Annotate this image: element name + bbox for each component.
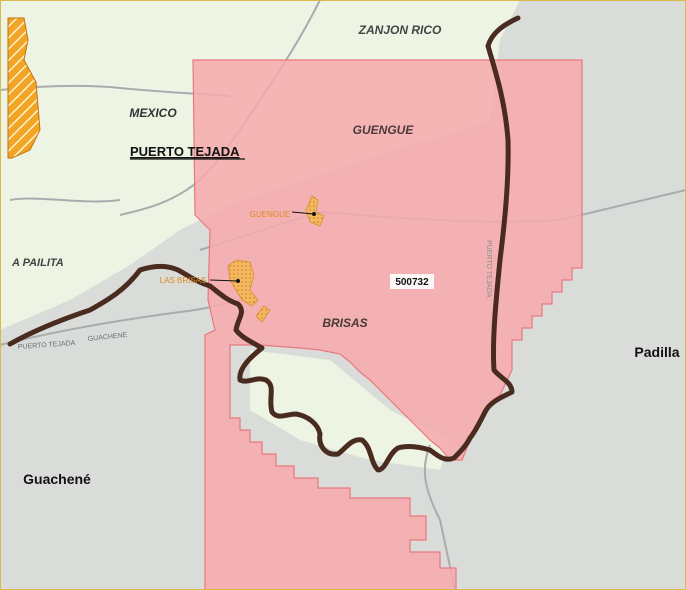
label-guachene: Guachené [23,471,91,487]
administrative-boundary [7,15,521,473]
label-road-puerto-tejada: PUERTO TEJADA [18,340,76,351]
label-guengue-town: GUENGUE [250,210,290,219]
label-mexico: MEXICO [129,106,177,120]
las-brisas-point-marker [236,279,240,283]
label-puerto-tejada: PUERTO TEJADA [130,144,240,159]
label-padilla: Padilla [634,344,679,360]
label-road-guachene: GUACHENE [87,332,128,343]
guengue-point-marker [312,212,316,216]
lowland-green-valley [250,350,450,470]
label-guengue-area: GUENGUE [353,123,415,137]
parcel-id-box [390,274,434,289]
label-zanjon-rico: ZANJON RICO [358,23,442,37]
concession-polygon-500732[interactable] [192,59,583,590]
label-parcel-id[interactable]: 500732 [395,277,429,288]
label-road-puerto-east: PUERTO TEJADA [485,240,492,298]
label-a-pailita: A PAILITA [11,257,64,269]
settlement-las-brisas[interactable] [227,259,259,307]
hatched-zone [7,17,41,159]
settlement-las-brisas-south[interactable] [255,305,271,323]
label-brisas: BRISAS [322,316,367,330]
settlement-leaders [209,211,315,282]
settlement-guengue[interactable] [305,195,325,227]
label-las-brisas: LAS BRISAS [160,276,207,285]
